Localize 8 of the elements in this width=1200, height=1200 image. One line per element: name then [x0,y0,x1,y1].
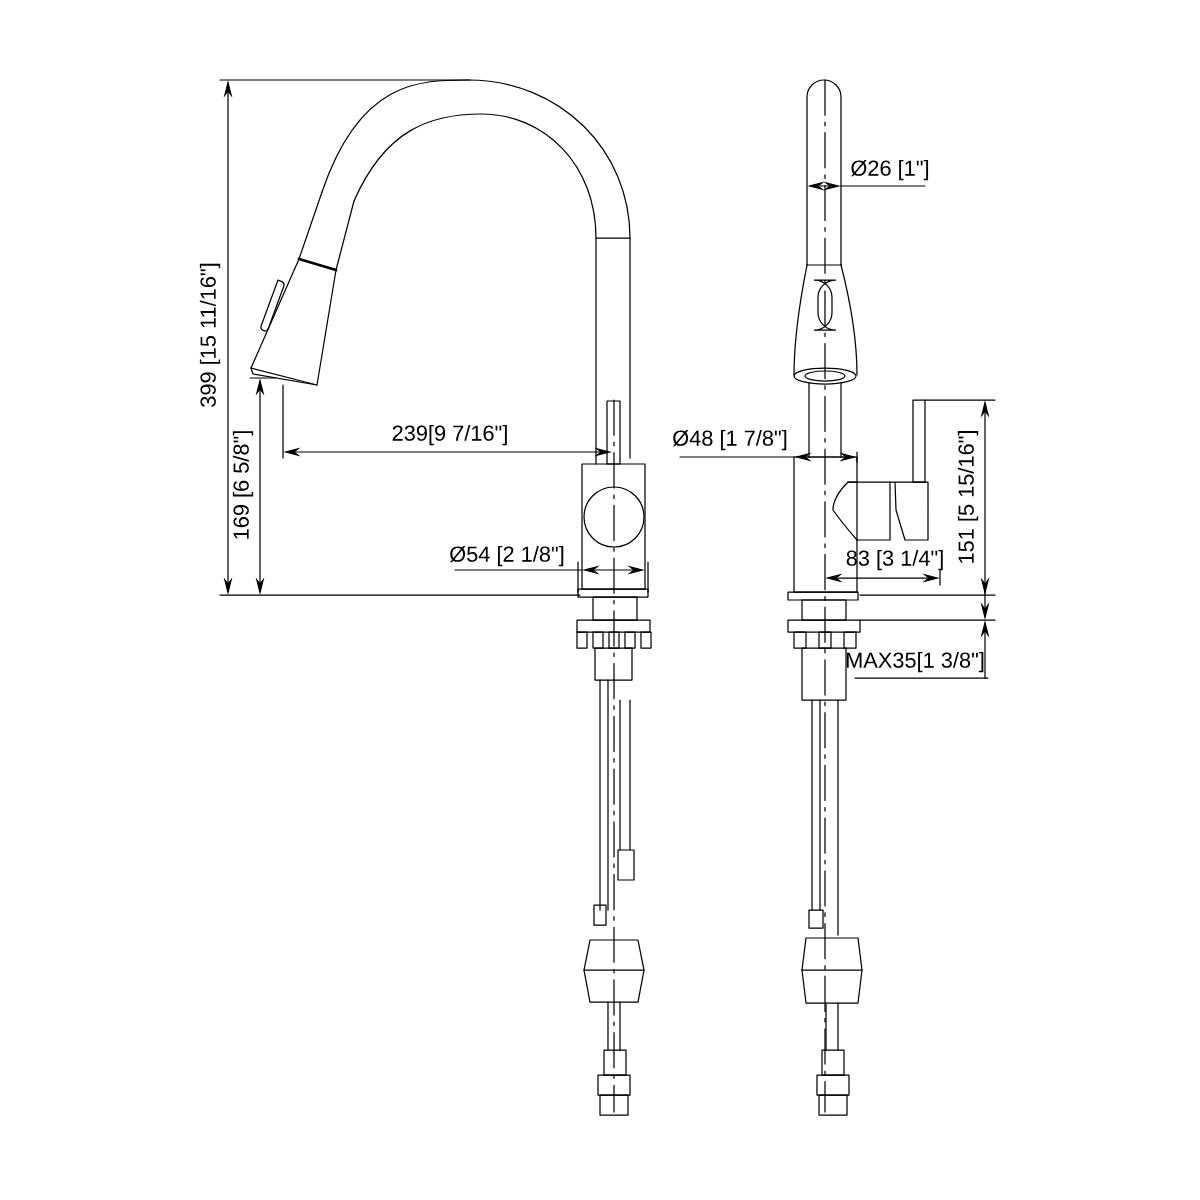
dimension-label: 169 [6 5/8"] [232,431,254,539]
dimension-label: Ø54 [2 1/8"] [450,545,564,567]
dimension-label: 151 [5 15/16"] [957,431,979,563]
dimension-label: Ø48 [1 7/8"] [673,429,787,451]
dimension-label: Ø26 [1"] [851,159,929,181]
dimension-label: MAX35[1 3/8"] [846,651,984,673]
dimension-label: 399 [15 11/16"] [199,263,221,407]
dimension-label: 239[9 7/16"] [392,424,507,446]
